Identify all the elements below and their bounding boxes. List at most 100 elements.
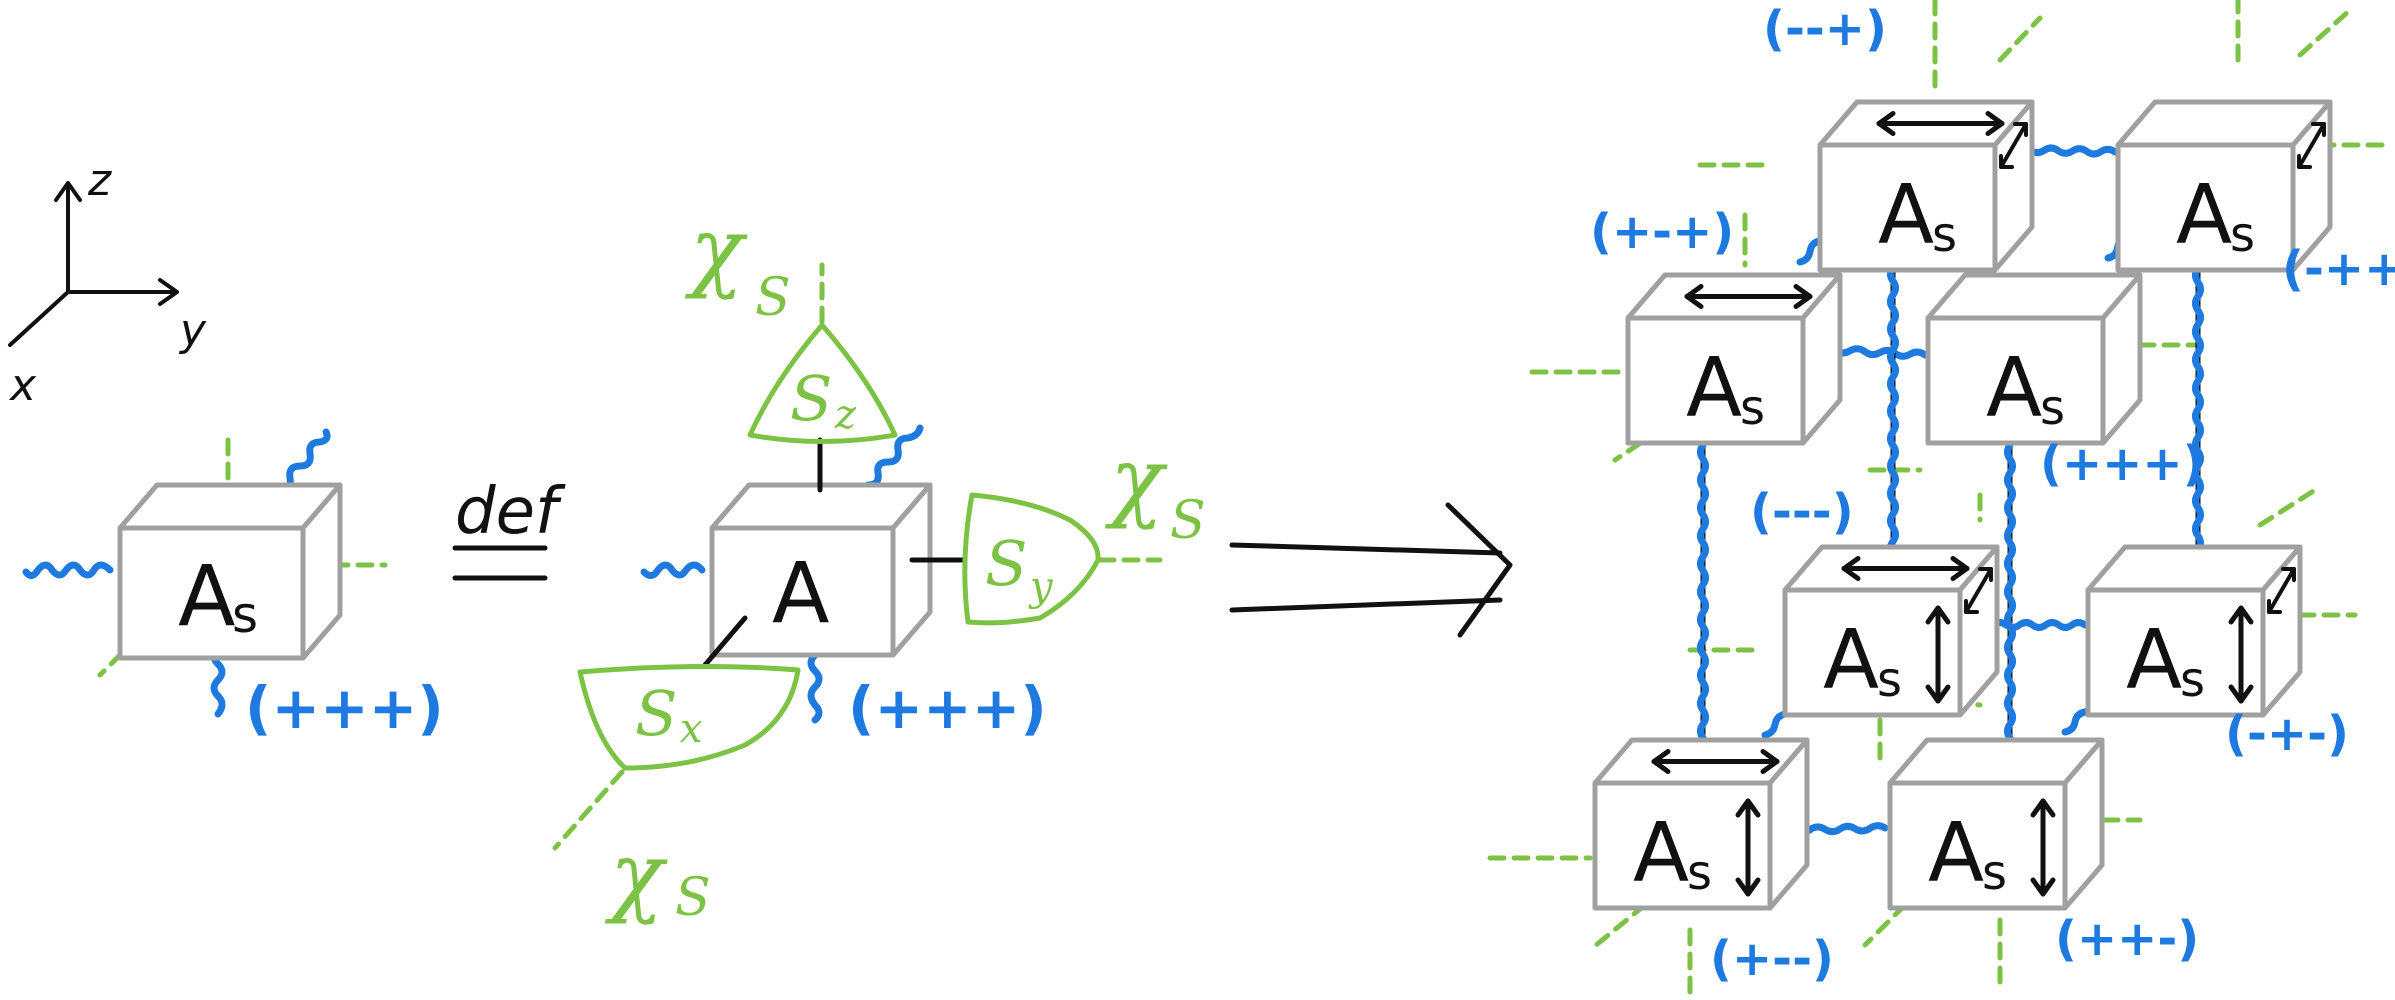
rhs-cube-front	[709, 525, 896, 658]
axes: z y x	[8, 155, 207, 411]
lattice-sign-label: (+-+)	[1590, 204, 1734, 260]
lattice-vertical-physical-bond	[1887, 236, 1899, 559]
lattice-arrow-y-head-right	[1985, 111, 2005, 136]
def-label: def	[455, 475, 566, 549]
implies-arrow	[1229, 502, 1513, 638]
lattice-cube-subscript: s	[1740, 380, 1765, 436]
z-axis-arrowhead	[54, 181, 82, 202]
lattice-vertical-physical-bond	[2192, 236, 2204, 554]
sz-tensor	[747, 322, 898, 444]
lattice-arrow-y-head-left	[1876, 111, 1896, 136]
lattice-cube-back-top-right: As	[2115, 99, 2333, 273]
lattice-sign-label: (---)	[1750, 484, 1854, 540]
lattice-cube-front	[1592, 780, 1773, 911]
lattice-vertical-physical-bond	[1697, 441, 1709, 784]
lattice-arrow-y-head-right	[1760, 749, 1780, 774]
lattice-arrow-z-head-up	[2030, 798, 2056, 818]
lattice-arrow-y-head-right	[1950, 556, 1970, 581]
lattice-arrow-z-head-up	[2228, 605, 2254, 625]
y-axis-arrowhead	[158, 278, 179, 306]
lattice-arrow-x-head-b	[2281, 567, 2296, 582]
sy-tensor	[962, 492, 1101, 626]
lattice-arrow-y-head-left	[1684, 284, 1704, 309]
lattice-arrow-x-head-a	[1964, 599, 1979, 614]
lattice-cube-label: A	[1986, 341, 2042, 436]
lattice-arrow-y-head-left	[1841, 556, 1861, 581]
rhs-tensor: A S z χ S S y χ S S x χ S (+++)	[552, 198, 1206, 928]
lattice-sign-label: (+--)	[1710, 931, 1834, 987]
lattice-arrow-x-head-b	[1978, 567, 1993, 582]
lattice-cube-front	[1625, 315, 1806, 446]
rhs-tensor-label: A	[772, 544, 829, 642]
lattice-arrow-x-head-b	[2311, 122, 2326, 137]
lattice-cube-front-bottom-right: As	[1887, 737, 2105, 911]
lhs-cube-front	[117, 525, 306, 661]
lhs-physical-leg-back	[276, 428, 331, 494]
lattice-physical-bond	[1831, 345, 1929, 360]
lattice-physical-bond	[1791, 822, 1889, 836]
lattice-cube-label: A	[1633, 806, 1689, 901]
lattice-sign-label: (-+-)	[2225, 706, 2349, 762]
lattice-arrow-x-head-b	[2013, 122, 2028, 137]
lhs-tensor: A s (+++)	[22, 428, 444, 742]
lattice-arrow-z-head-down	[1925, 684, 1951, 704]
chi-top-label: χ	[684, 198, 748, 301]
lattice-arrow-x	[2297, 122, 2326, 169]
lattice-cube-label: A	[1878, 168, 1934, 263]
lattice-cube-label: A	[2176, 168, 2232, 263]
lattice-physical-bond	[2026, 144, 2119, 158]
lattice-cube-front-bottom-left: As	[1592, 737, 1810, 911]
sy-subscript: y	[1028, 564, 1054, 610]
sz-subscript: z	[834, 392, 857, 438]
lattice-arrow-y-head-left	[1651, 749, 1671, 774]
lattice-cube-subscript: s	[2230, 207, 2255, 263]
x-axis-label: x	[8, 360, 37, 411]
lhs-tensor-label: A	[178, 547, 235, 645]
lattice-arrow-z-head-up	[1925, 605, 1951, 625]
lattice-arrow-x-head-a	[1999, 154, 2014, 169]
lattice-arrow-z-head-down	[2030, 877, 2056, 897]
lattice-cube-back-bottom-right: As	[2085, 544, 2303, 718]
lattice-cube-front	[2115, 142, 2296, 273]
definition-sign: def	[452, 475, 566, 581]
sx-subscript: x	[680, 706, 703, 752]
lattice-cube-front	[1887, 780, 2068, 911]
lattice-cube-label: A	[2126, 613, 2182, 708]
lattice-arrow-x-head-a	[2267, 599, 2282, 614]
lattice-arrow-z-head-up	[1735, 798, 1761, 818]
y-axis-label: y	[178, 305, 207, 356]
lattice-sign-label: (++-)	[2055, 911, 2199, 967]
rhs-physical-leg-back	[864, 424, 924, 489]
lattice-arrow-x-head-a	[2297, 154, 2312, 169]
lattice-cube-label: A	[1823, 613, 1879, 708]
lattice-cube-back-top-left: As	[1817, 99, 2035, 273]
rhs-physical-leg-left	[640, 561, 706, 579]
lattice-arrow-y-head-right	[1793, 284, 1813, 309]
sz-label: S	[790, 362, 832, 435]
lattice-cube-subscript: s	[2180, 652, 2205, 708]
lattice-virtual-leg	[1862, 902, 1908, 948]
lattice-cube-back-bottom-left: As	[1782, 544, 2000, 718]
lattice-sign-label: (+++)	[2040, 436, 2205, 492]
lattice-cube-front-top-right: As	[1925, 272, 2143, 446]
lattice-sign-labels: (--+) (+-+) (-++) (+++) (---) (-+-) (+--) (++-)	[1590, 1, 2395, 987]
lattice-cube-front	[1782, 587, 1963, 718]
lattice-cube-front	[1925, 315, 2106, 446]
lattice-cube-subscript: s	[2040, 380, 2065, 436]
chi-right-label: χ	[1104, 428, 1168, 531]
implies-arrow-top-line	[1229, 542, 1503, 556]
lattice-sign-label: (--+)	[1763, 1, 1887, 57]
lattice-arrow-x	[1999, 122, 2028, 169]
lattice-cube-subscript: s	[1687, 845, 1712, 901]
lattice-cube-subscript: s	[1932, 207, 1957, 263]
chi-right-subscript: S	[1170, 491, 1206, 551]
sx-label: S	[635, 677, 677, 750]
lattice-sign-label: (-++)	[2282, 241, 2395, 297]
lattice-vertical-physical-bond	[2004, 441, 2016, 784]
sy-label: S	[985, 527, 1027, 600]
rhs-bond-to-sx	[702, 615, 748, 668]
lattice-arrow-x	[2267, 567, 2296, 614]
rhs-physical-leg-down	[807, 651, 823, 724]
lattice-virtual-leg	[2257, 487, 2318, 528]
